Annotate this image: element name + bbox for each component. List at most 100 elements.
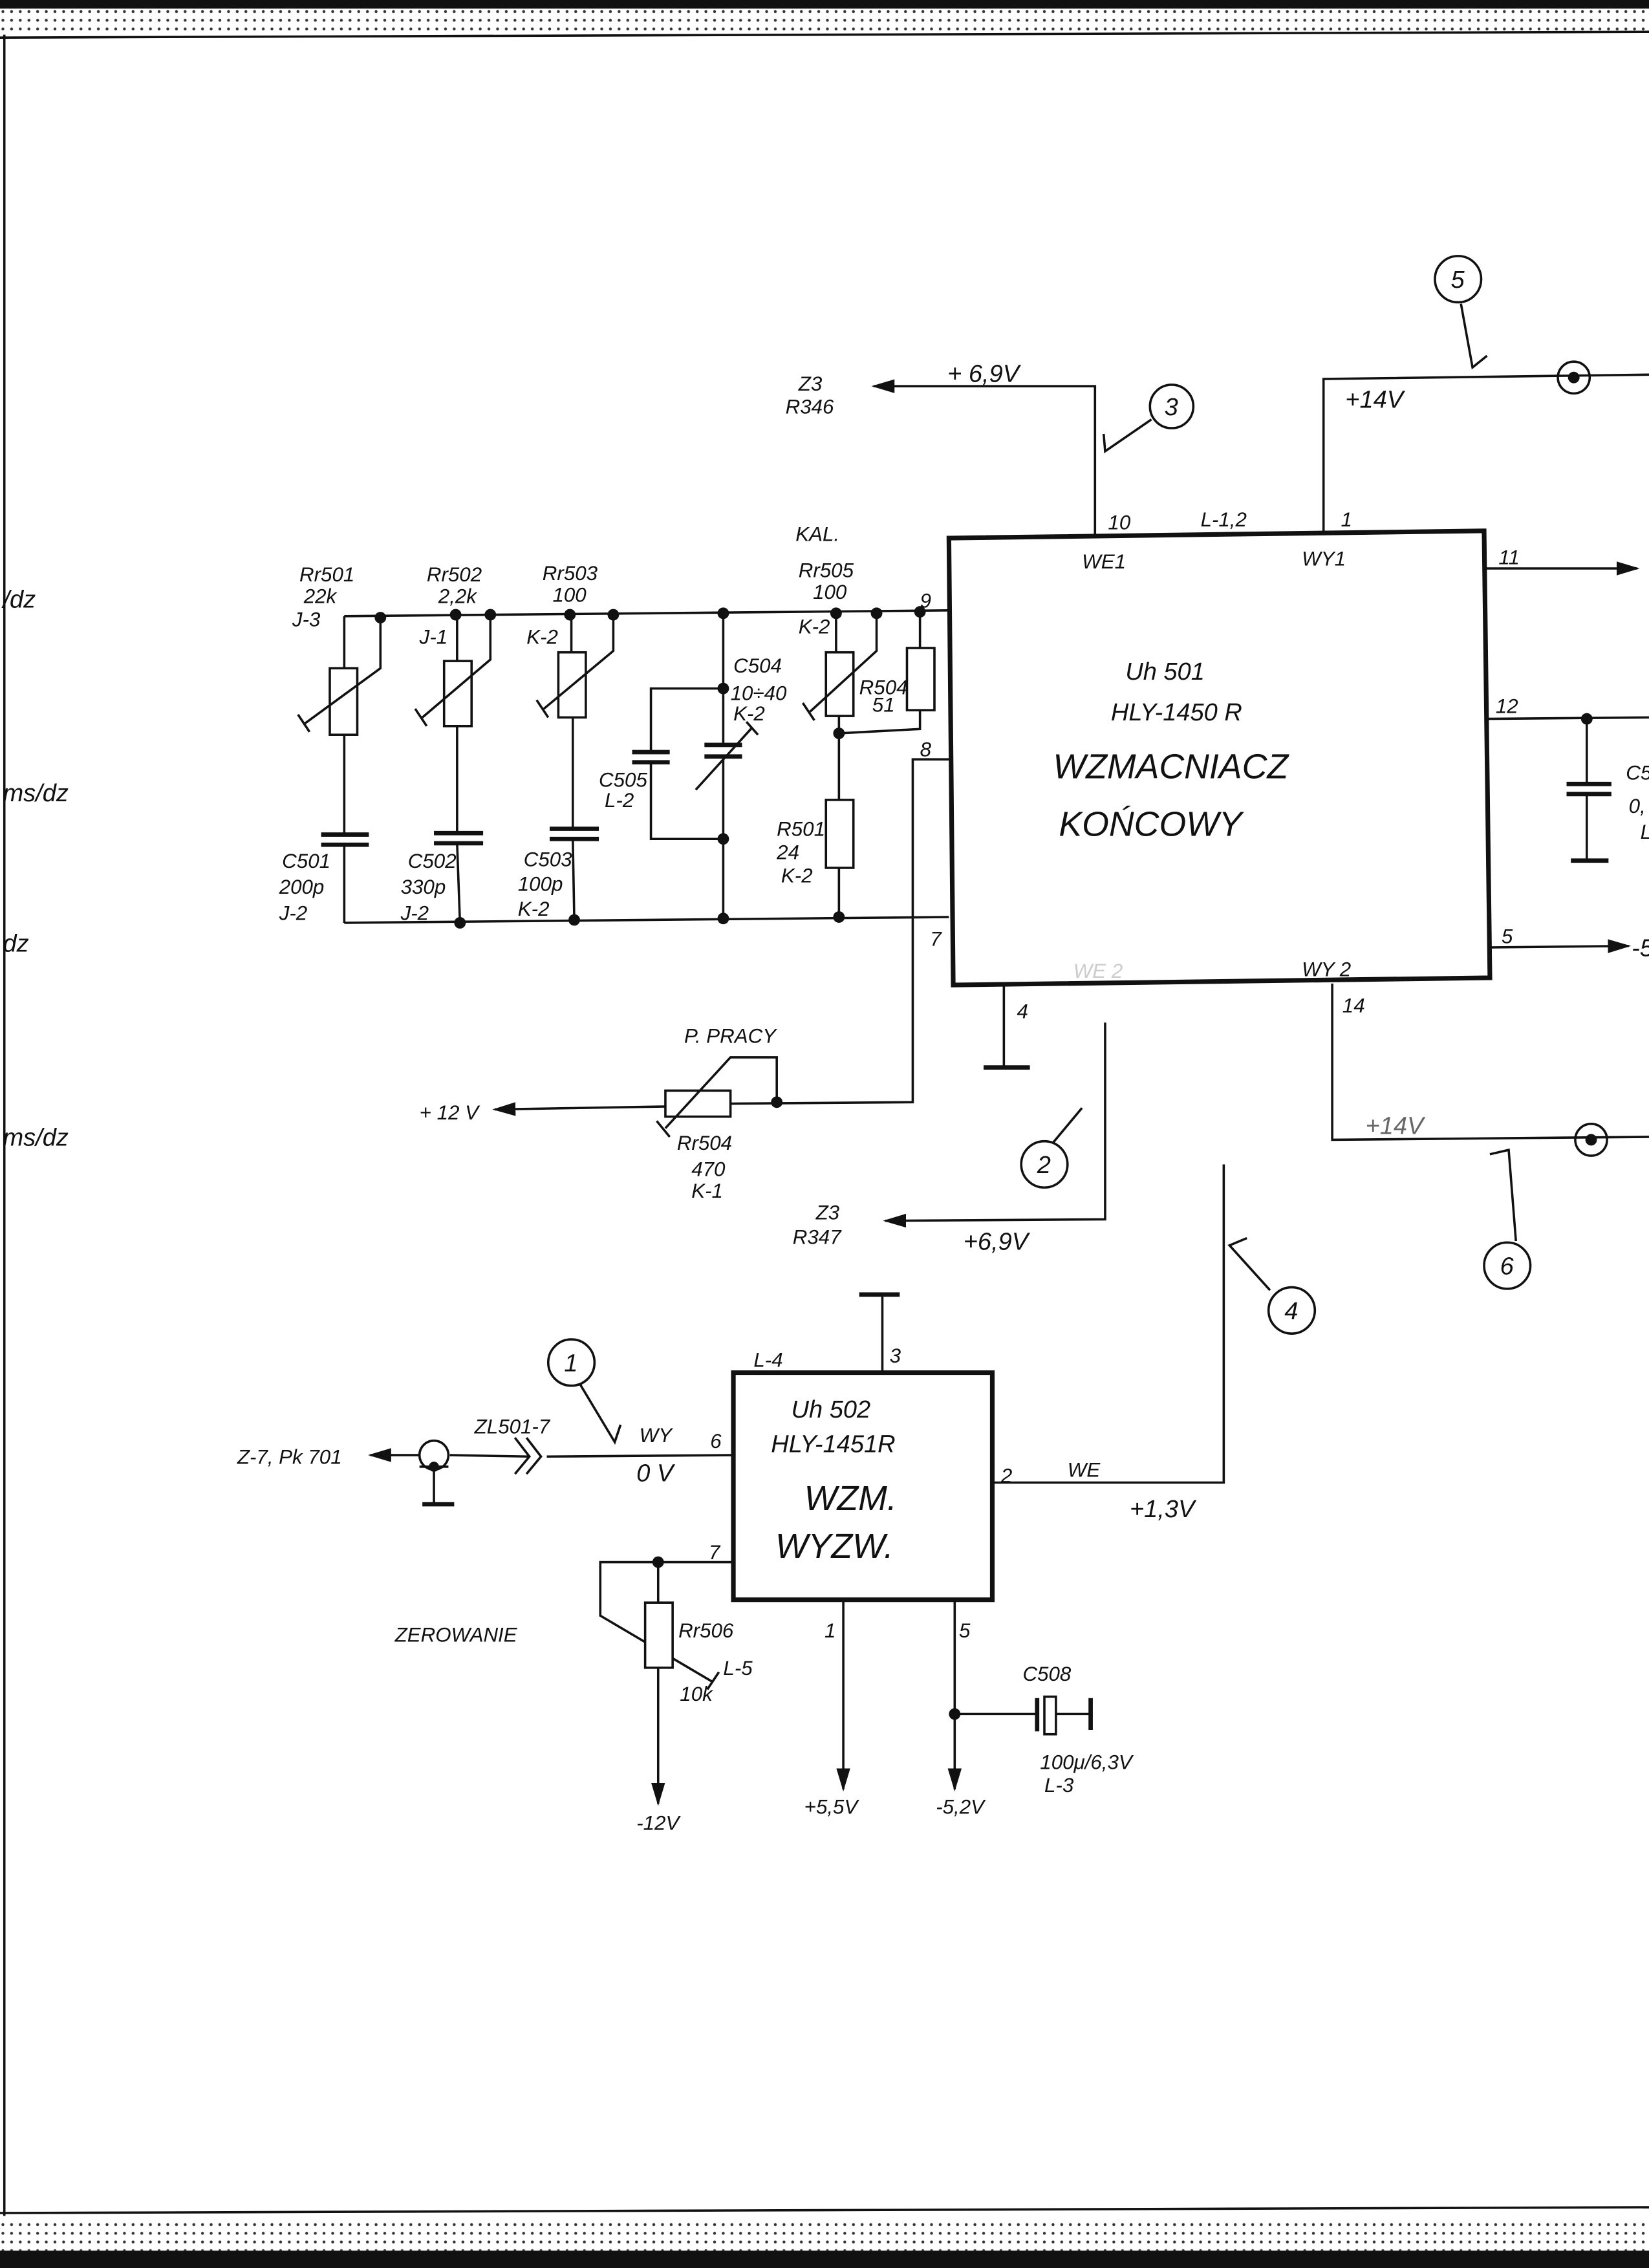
component-value: 200p — [279, 876, 325, 898]
component-value: 2,2k — [438, 585, 478, 608]
component-value: 330p — [401, 876, 446, 898]
trimmer-rr506 — [599, 1556, 734, 1804]
capacitor-c5x — [1487, 713, 1649, 863]
bus-bottom — [344, 916, 949, 924]
component-location: J-2 — [400, 902, 429, 924]
component-location: L-2 — [605, 789, 634, 812]
component-location: K-2 — [733, 702, 765, 725]
component-value: 10÷40 — [731, 682, 787, 705]
ic-part-number: HLY-1451R — [771, 1431, 895, 1458]
component-label: Rr505 — [799, 559, 854, 581]
wire-plus14-top — [1322, 360, 1649, 533]
component-label: C5 — [1626, 762, 1649, 784]
function-label: P. PRACY — [684, 1025, 777, 1048]
function-label: ZEROWANIE — [394, 1624, 518, 1647]
callout-3 — [1102, 383, 1195, 454]
callout-number: 4 — [1284, 1298, 1298, 1325]
location-label: L-1,2 — [1201, 508, 1247, 531]
component-location: L-3 — [1044, 1774, 1074, 1797]
component-location: J-1 — [419, 625, 447, 648]
input-connector — [368, 1437, 734, 1507]
callout-number: 5 — [1451, 266, 1465, 294]
pin-label: 2 — [1000, 1465, 1012, 1487]
wire-we-uh502 — [992, 1164, 1225, 1484]
ref-label: R347 — [793, 1226, 842, 1248]
component-location: K-1 — [691, 1180, 723, 1202]
voltage-label: -12V — [636, 1811, 681, 1834]
wire-z3-r347 — [883, 1022, 1106, 1228]
component-label: C503 — [524, 848, 572, 871]
pin-label: 9 — [920, 589, 931, 612]
pin-label: 10 — [1108, 512, 1130, 534]
callout-number: 3 — [1165, 394, 1178, 421]
pin-name: WY — [640, 1424, 674, 1447]
component-value: 10k — [680, 1683, 713, 1705]
trimmer-rr503 — [535, 609, 620, 926]
component-label: Rr506 — [678, 1619, 734, 1642]
component-location: K-2 — [781, 864, 813, 887]
function-label: KAL. — [795, 523, 839, 545]
ic-function: WYZW. — [775, 1527, 894, 1566]
pin-label: 6 — [710, 1430, 722, 1453]
callout-number: 2 — [1037, 1152, 1051, 1179]
pin-label: 3 — [890, 1345, 901, 1367]
callout-2 — [1020, 1107, 1083, 1189]
capacitor-c504-c505 — [632, 607, 759, 925]
pin-label: 7 — [930, 928, 942, 951]
pin-label: 12 — [1496, 695, 1518, 718]
top-border — [0, 0, 1649, 39]
ic-designator: Uh 502 — [792, 1396, 871, 1423]
component-value: 100μ/6,3V — [1040, 1751, 1134, 1773]
component-location: K-2 — [518, 898, 550, 920]
voltage-label: -5,2V — [936, 1796, 986, 1819]
bottom-border — [0, 2206, 1649, 2268]
edge-label: /dz — [1, 586, 36, 613]
callout-6 — [1483, 1148, 1532, 1290]
component-label: Rr504 — [677, 1132, 732, 1154]
pin-label: 5 — [959, 1619, 971, 1642]
wire-plus14-bottom — [1331, 983, 1649, 1157]
ref-label: Z3 — [798, 373, 823, 395]
pin-name: WE 2 — [1073, 960, 1123, 982]
resistor-r501 — [824, 799, 855, 869]
voltage-label: + 6,9V — [947, 360, 1022, 387]
component-value: 470 — [691, 1158, 726, 1180]
capacitor-c508 — [947, 1599, 1093, 1792]
component-location: L — [1641, 821, 1649, 843]
ic-uh501 — [946, 528, 1493, 988]
callout-1 — [546, 1338, 622, 1445]
wire-z3-r346 — [871, 379, 1097, 539]
component-location: J-2 — [279, 902, 307, 924]
callout-4 — [1227, 1237, 1317, 1335]
voltage-label: +5,5V — [804, 1796, 860, 1819]
component-label: Rr503 — [543, 562, 598, 585]
ref-label: Z3 — [815, 1201, 840, 1224]
voltage-label: +1,3V — [1130, 1496, 1197, 1523]
pin-name: WY1 — [1302, 548, 1346, 570]
pin-label: 8 — [920, 739, 932, 761]
pin-label: 1 — [824, 1619, 835, 1642]
trimmer-rr502 — [414, 609, 497, 929]
ref-label: Z-7, Pk 701 — [237, 1445, 342, 1468]
ic-part-number: HLY-1450 R — [1111, 699, 1242, 726]
connector-label: ZL501-7 — [474, 1415, 551, 1438]
component-value: 100 — [552, 583, 587, 606]
component-label: R501 — [777, 818, 825, 841]
component-label: Rr502 — [427, 563, 482, 586]
pin-name: WE1 — [1082, 550, 1126, 573]
component-label: C505 — [599, 769, 647, 792]
component-value: 51 — [872, 693, 895, 716]
wire-pin5 — [1489, 939, 1632, 953]
component-label: R504 — [859, 676, 908, 699]
component-location: L-5 — [723, 1657, 753, 1679]
component-label: C508 — [1022, 1663, 1071, 1685]
voltage-label: -5 — [1632, 934, 1649, 962]
trimmer-rr501 — [297, 612, 387, 923]
component-value: 0, — [1629, 795, 1646, 817]
component-label: Rr501 — [299, 563, 354, 586]
ic-function: KOŃCOWY — [1059, 805, 1244, 844]
component-label: C502 — [408, 850, 457, 872]
pin-name: WY 2 — [1302, 958, 1351, 981]
trimmer-rr505 — [801, 607, 883, 923]
